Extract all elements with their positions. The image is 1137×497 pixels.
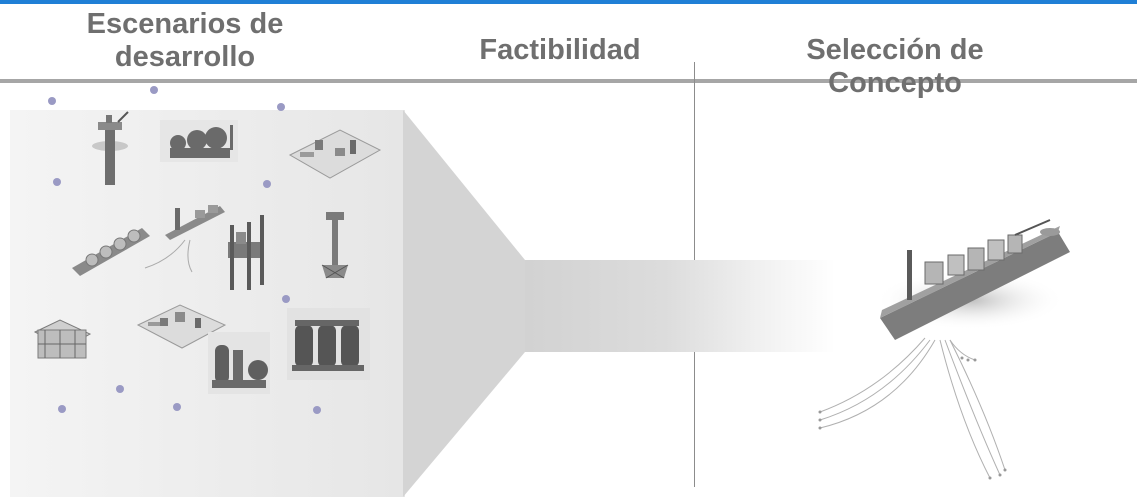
funnel-channel: [525, 260, 835, 352]
stage-heading-line: Selección de: [806, 34, 984, 66]
scenario-dots: [48, 86, 321, 414]
storage-tanks-icon: [287, 308, 370, 380]
scenarios-panel: [10, 110, 405, 497]
scenario-dot: [263, 180, 271, 188]
stage-heading-scenarios: Escenarios de desarrollo: [40, 8, 330, 74]
fpso-vessel-icon: [144, 205, 225, 273]
stage-heading-feasibility: Factibilidad: [440, 34, 680, 67]
scenario-dot: [116, 385, 124, 393]
header-divider: [0, 79, 1137, 83]
scenario-dot: [150, 86, 158, 94]
lng-carrier-icon: [72, 228, 150, 276]
stage-heading-line: Concepto: [828, 67, 962, 99]
spar-buoy-icon: [321, 212, 349, 279]
scenario-dot: [313, 406, 321, 414]
stage-heading-concept: Selección de Concepto: [770, 34, 1020, 100]
modular-plant-icon: [33, 319, 92, 359]
offshore-platform-icon: [92, 111, 129, 185]
onshore-plant-icon: [136, 304, 227, 349]
tank-farm-icon: [160, 120, 238, 162]
scenario-dot: [282, 295, 290, 303]
scenario-dot: [277, 103, 285, 111]
top-accent-bar: [0, 0, 1137, 4]
scenario-dot: [58, 405, 66, 413]
scenario-dot: [53, 178, 61, 186]
stage-heading-line: Escenarios de: [86, 8, 284, 40]
selected-fpso-icon: [818, 219, 1070, 480]
process-plant-icon: [288, 129, 382, 179]
stage-heading-line: desarrollo: [114, 41, 256, 73]
scenario-dot: [48, 97, 56, 105]
scenario-dot: [173, 403, 181, 411]
refinery-icon: [208, 332, 270, 394]
funnel-taper: [403, 110, 525, 497]
jackup-rig-icon: [228, 215, 264, 290]
stage-heading-line: Factibilidad: [479, 34, 641, 66]
